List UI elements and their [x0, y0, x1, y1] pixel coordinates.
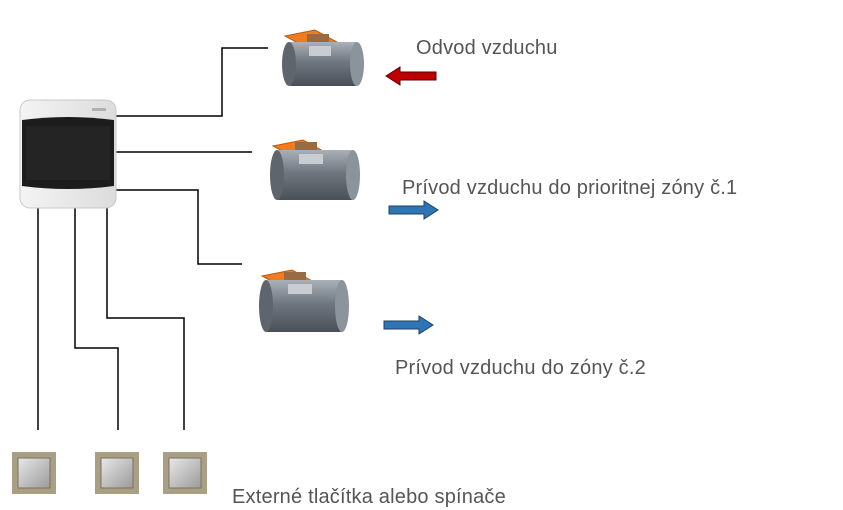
supply-zone2-label: Prívod vzduchu do zóny č.2	[395, 357, 646, 379]
damper-valve-icon-exhaust	[282, 29, 364, 86]
damper-valve-icon-priority	[270, 139, 360, 200]
supply-arrow-icon-priority	[388, 200, 439, 220]
supply-priority-label: Prívod vzduchu do prioritnej zóny č.1	[402, 177, 738, 199]
supply-arrow-icon-zone2	[383, 315, 434, 335]
exhaust-label: Odvod vzduchu	[416, 37, 558, 59]
exhaust-arrow-icon	[385, 66, 437, 86]
wall-switch-icon-3	[163, 452, 207, 494]
wires	[37, 47, 268, 430]
control-unit-icon	[19, 99, 117, 209]
buttons-label: Externé tlačítka alebo spínače	[232, 486, 506, 508]
wire-to-button-2	[74, 205, 119, 430]
wire-to-exhaust-valve	[112, 47, 268, 117]
wall-switch-icon-1	[12, 452, 56, 494]
wire-to-button-3	[106, 205, 185, 430]
wire-to-zone2-valve	[112, 189, 242, 265]
damper-valve-icon-zone2	[259, 269, 349, 332]
wall-switch-icon-2	[95, 452, 139, 494]
